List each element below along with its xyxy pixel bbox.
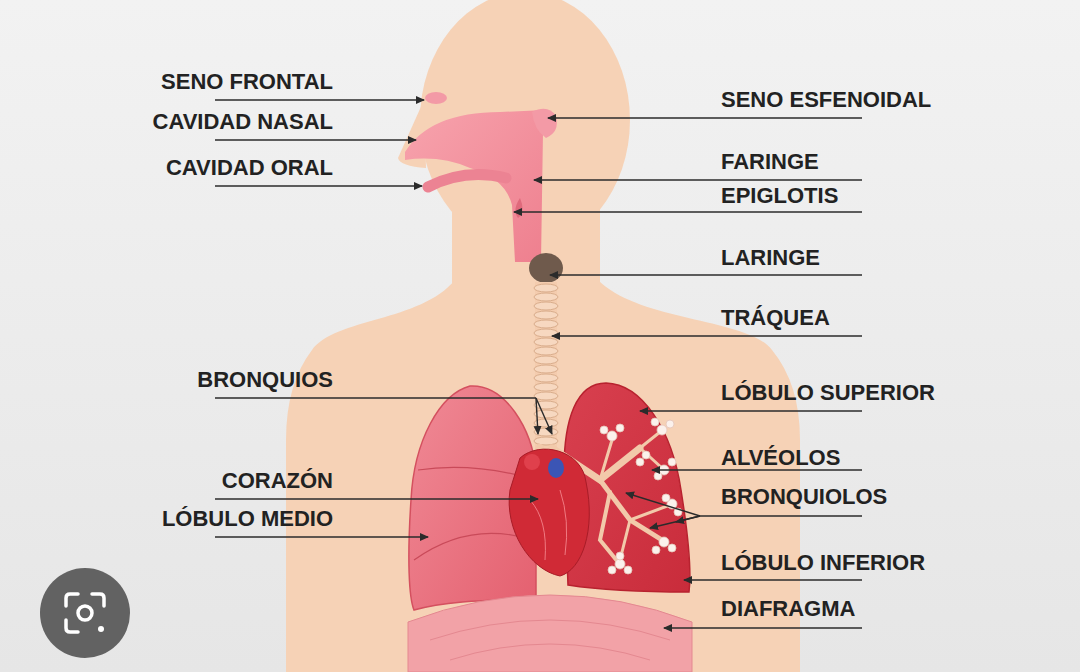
part-label: EPIGLOTIS <box>721 183 838 209</box>
part-label: CAVIDAD NASAL <box>153 109 333 135</box>
airway-upper <box>405 92 563 283</box>
part-label: CORAZÓN <box>222 468 333 494</box>
part-label: LÓBULO INFERIOR <box>721 550 925 576</box>
alveoli <box>600 418 682 574</box>
part-label: DIAFRAGMA <box>721 596 855 622</box>
diaphragm <box>408 595 692 672</box>
part-label: BRONQUIOS <box>197 367 333 393</box>
part-label: ALVÉOLOS <box>721 445 840 471</box>
part-label: LARINGE <box>721 245 820 271</box>
lens-icon <box>40 568 130 658</box>
part-label: CAVIDAD ORAL <box>166 155 333 181</box>
part-label: SENO ESFENOIDAL <box>721 87 931 113</box>
part-label: FARINGE <box>721 149 819 175</box>
part-label: BRONQUIOLOS <box>721 484 887 510</box>
part-label: TRÁQUEA <box>721 305 830 331</box>
part-label: LÓBULO SUPERIOR <box>721 380 935 406</box>
lungs <box>409 383 690 610</box>
heart <box>509 449 589 576</box>
trachea <box>534 282 558 454</box>
part-label: SENO FRONTAL <box>161 69 333 95</box>
part-label: LÓBULO MEDIO <box>162 506 333 532</box>
